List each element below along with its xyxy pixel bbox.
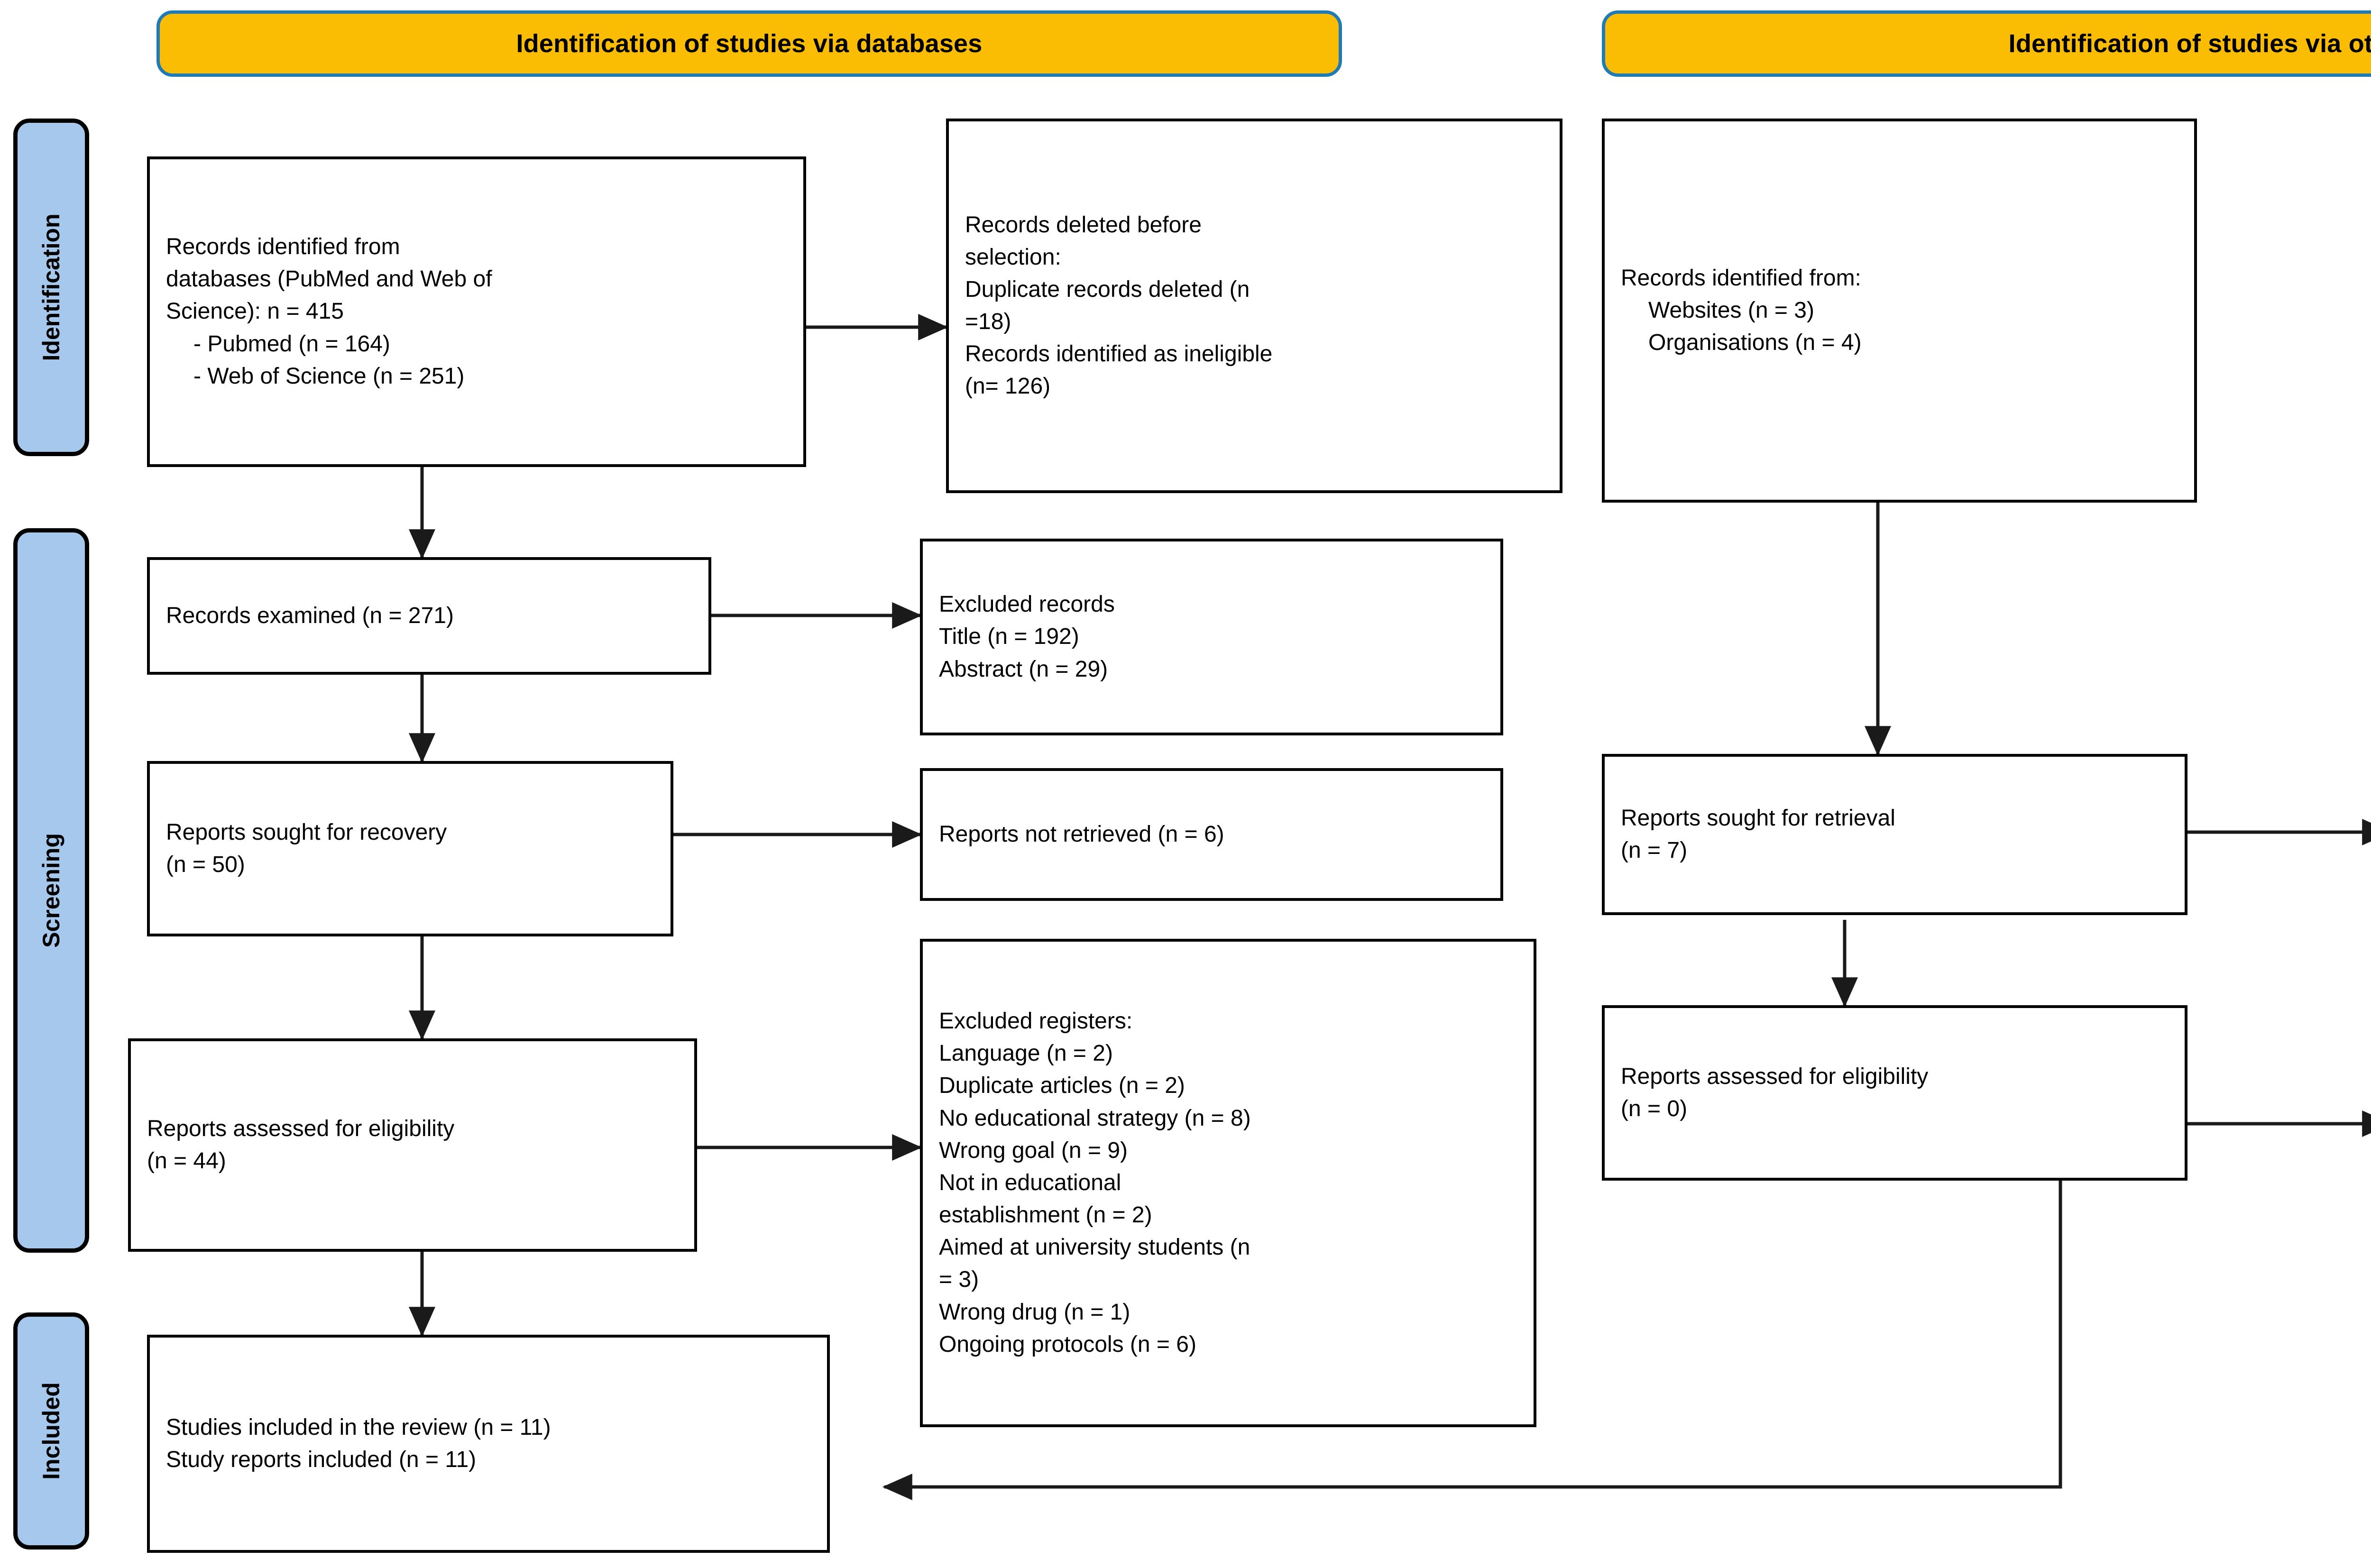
node-excluded-records: Excluded records Title (n = 192) Abstrac… (920, 539, 1503, 735)
node-reports-sought-for-retrieval: Reports sought for retrieval (n = 7) (1602, 754, 2187, 915)
text-line: Studies included in the review (n = 11) (166, 1414, 551, 1440)
text-line: Duplicate articles (n = 2) (939, 1073, 1185, 1099)
text-line: - Pubmed (n = 164) (193, 331, 390, 357)
text-line: databases (PubMed and Web of (166, 266, 492, 292)
text-line: Wrong goal (n = 9) (939, 1137, 1128, 1163)
node-studies-included-text: Studies included in the review (n = 11) … (150, 1412, 827, 1476)
text-line: establishment (n = 2) (939, 1202, 1152, 1228)
text-line: Title (n = 192) (939, 624, 1079, 650)
node-reports-not-retrieved-left-text: Reports not retrieved (n = 6) (923, 818, 1500, 851)
banner-identification-databases: Identification of studies via databases (156, 10, 1342, 77)
text-line: Reports sought for retrieval (1621, 805, 1895, 831)
node-excluded-registers: Excluded registers: Language (n = 2) Dup… (920, 939, 1536, 1427)
node-excluded-records-text: Excluded records Title (n = 192) Abstrac… (923, 588, 1500, 685)
node-records-examined: Records examined (n = 271) (147, 557, 711, 675)
node-records-deleted-before-selection: Records deleted before selection: Duplic… (946, 119, 1562, 493)
node-records-identified-other-methods: Records identified from: Websites (n = 3… (1602, 119, 2197, 503)
node-reports-sought-recovery-text: Reports sought for recovery (n = 50) (150, 816, 671, 881)
text-line: Science): n = 415 (166, 299, 344, 324)
text-line: = 3) (939, 1267, 979, 1293)
stage-rail-included: Included (13, 1312, 89, 1550)
text-line: (n = 7) (1621, 838, 1688, 863)
banner-identification-other-methods: Identification of studies via other meth… (1602, 10, 2371, 77)
text-line: Organisations (n = 4) (1648, 330, 1862, 356)
text-line: Abstract (n = 29) (939, 656, 1108, 682)
text-line: (n = 0) (1621, 1096, 1688, 1121)
stage-label-identification: Identification (38, 213, 64, 361)
text-line: (n = 44) (147, 1148, 226, 1174)
banner-databases-label: Identification of studies via databases (516, 29, 983, 58)
node-records-identified-databases-text: Records identified from databases (PubMe… (150, 231, 803, 393)
text-line: Records deleted before (965, 212, 1202, 238)
node-records-identified-other-text: Records identified from: Websites (n = 3… (1605, 262, 2194, 359)
text-line: selection: (965, 244, 1061, 270)
node-reports-sought-for-recovery: Reports sought for recovery (n = 50) (147, 761, 673, 936)
text-line: Websites (n = 3) (1648, 297, 1814, 323)
text-line: Ongoing protocols (n = 6) (939, 1331, 1196, 1357)
text-line: Records identified as ineligible (965, 341, 1273, 367)
text-line: Reports sought for recovery (166, 819, 447, 845)
text-line: Study reports included (n = 11) (166, 1447, 477, 1472)
text-line: Language (n = 2) (939, 1041, 1113, 1066)
stage-rail-screening: Screening (13, 528, 89, 1253)
text-line: =18) (965, 309, 1011, 334)
text-line: (n = 50) (166, 852, 245, 877)
node-studies-included: Studies included in the review (n = 11) … (147, 1335, 830, 1553)
node-reports-assessed-eligibility-left: Reports assessed for eligibility (n = 44… (128, 1038, 697, 1252)
node-records-deleted-text: Records deleted before selection: Duplic… (949, 209, 1560, 403)
node-reports-assessed-eligibility-right: Reports assessed for eligibility (n = 0) (1602, 1005, 2187, 1181)
stage-label-screening: Screening (38, 833, 64, 948)
text-line: Aimed at university students (n (939, 1235, 1250, 1260)
node-reports-not-retrieved-left: Reports not retrieved (n = 6) (920, 768, 1503, 901)
text-line: Reports assessed for eligibility (1621, 1064, 1929, 1089)
node-reports-assessed-right-text: Reports assessed for eligibility (n = 0) (1605, 1061, 2185, 1125)
text-line: Reports not retrieved (n = 6) (939, 821, 1224, 847)
node-reports-sought-retrieval-text: Reports sought for retrieval (n = 7) (1605, 802, 2185, 867)
text-line: Records identified from (166, 234, 400, 260)
text-line: Wrong drug (n = 1) (939, 1299, 1130, 1325)
node-reports-assessed-left-text: Reports assessed for eligibility (n = 44… (131, 1113, 694, 1177)
stage-label-included: Included (38, 1382, 64, 1480)
text-line: Duplicate records deleted (n (965, 276, 1250, 302)
node-excluded-registers-text: Excluded registers: Language (n = 2) Dup… (923, 1005, 1534, 1361)
text-line: No educational strategy (n = 8) (939, 1105, 1251, 1131)
node-records-examined-text: Records examined (n = 271) (150, 600, 708, 632)
banner-other-methods-label: Identification of studies via other meth… (2008, 29, 2371, 58)
text-line: Excluded records (939, 592, 1115, 617)
text-line: Records examined (n = 271) (166, 603, 454, 628)
stage-rail-identification: Identification (13, 119, 89, 456)
text-line: - Web of Science (n = 251) (193, 363, 465, 389)
text-line: Not in educational (939, 1170, 1121, 1195)
text-line: Excluded registers: (939, 1009, 1133, 1034)
node-records-identified-databases: Records identified from databases (PubMe… (147, 156, 806, 467)
text-line: (n= 126) (965, 374, 1051, 399)
text-line: Records identified from: (1621, 265, 1861, 291)
text-line: Reports assessed for eligibility (147, 1116, 455, 1141)
